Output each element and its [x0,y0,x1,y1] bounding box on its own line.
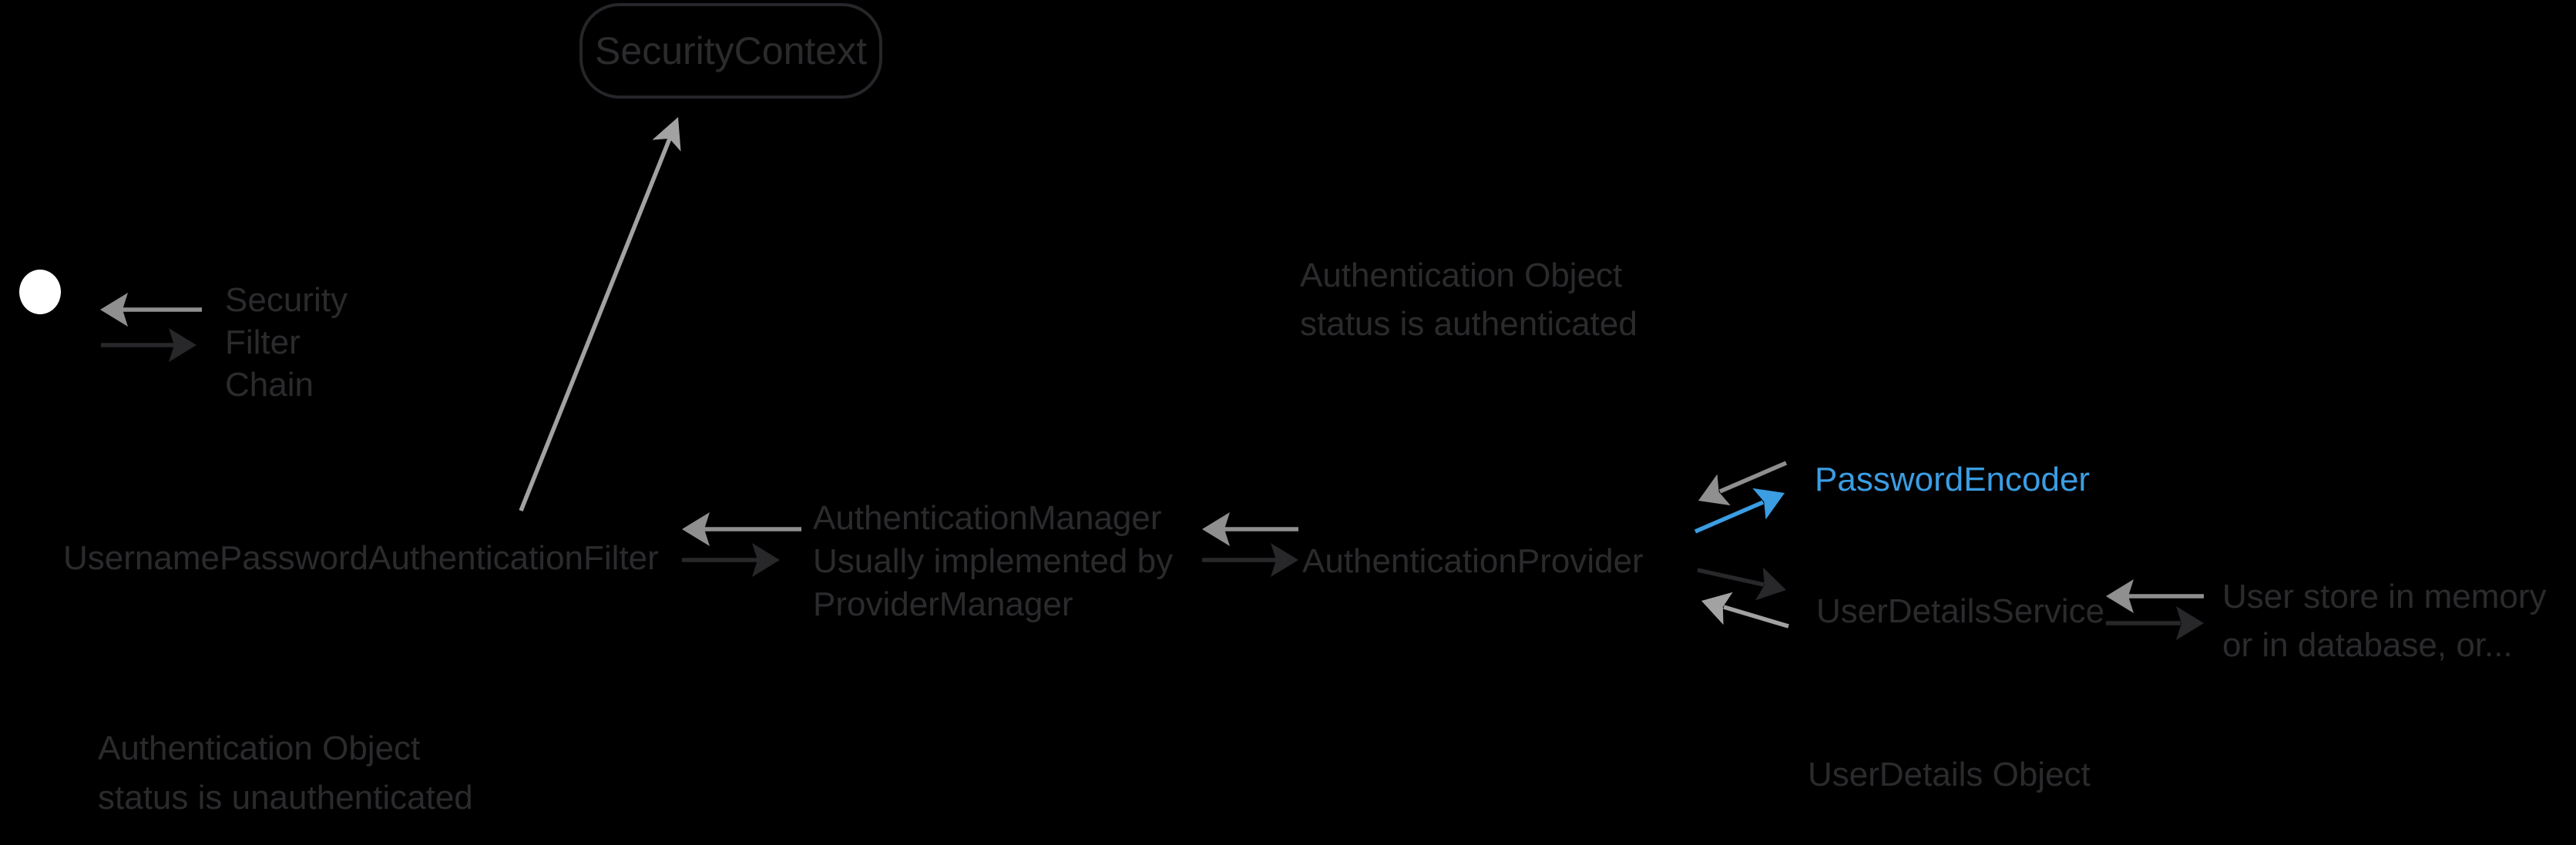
user-details-object-label: UserDetails Object [1808,756,2091,793]
arrow-userdetailsservice-to-store-icon [2106,606,2204,640]
user-store-label: User store in memory or in database, or.… [2222,578,2547,664]
arrow-provider-to-encoder-icon [1694,488,1785,534]
authentication-manager-label: AuthenticationManager Usually implemente… [813,499,1174,623]
arrow-store-to-userdetailsservice-icon [2106,579,2204,613]
arrow-client-to-filterchain-icon [101,328,196,362]
arrow-manager-to-provider-icon [1202,543,1298,577]
auth-object-authenticated-label: Authentication Object status is authenti… [1300,257,1637,343]
password-encoder-label: PasswordEncoder [1815,461,2091,498]
arrow-filterchain-to-client-icon [100,293,202,327]
username-password-authentication-filter-label: UsernamePasswordAuthenticationFilter [63,539,659,577]
arrow-filter-to-manager-icon [682,543,780,577]
security-filter-chain-label: Security Filter Chain [225,281,348,404]
security-context-box: SecurityContext [579,3,882,99]
security-context-label: SecurityContext [595,29,867,72]
arrow-encoder-to-provider-icon [1698,461,1788,506]
auth-object-unauthenticated-label: Authentication Object status is unauthen… [98,729,473,816]
arrow-manager-to-filter-icon [682,512,801,546]
authentication-provider-label: AuthenticationProvider [1302,542,1644,580]
arrow-filter-to-securitycontext-icon [519,117,681,512]
arrow-provider-to-userdetailsservice-icon [1697,567,1786,601]
user-details-service-label: UserDetailsService [1816,592,2105,630]
client-circle-icon [19,270,61,314]
arrow-userdetailsservice-to-provider-icon [1701,592,1789,629]
arrow-provider-to-manager-icon [1202,512,1298,546]
